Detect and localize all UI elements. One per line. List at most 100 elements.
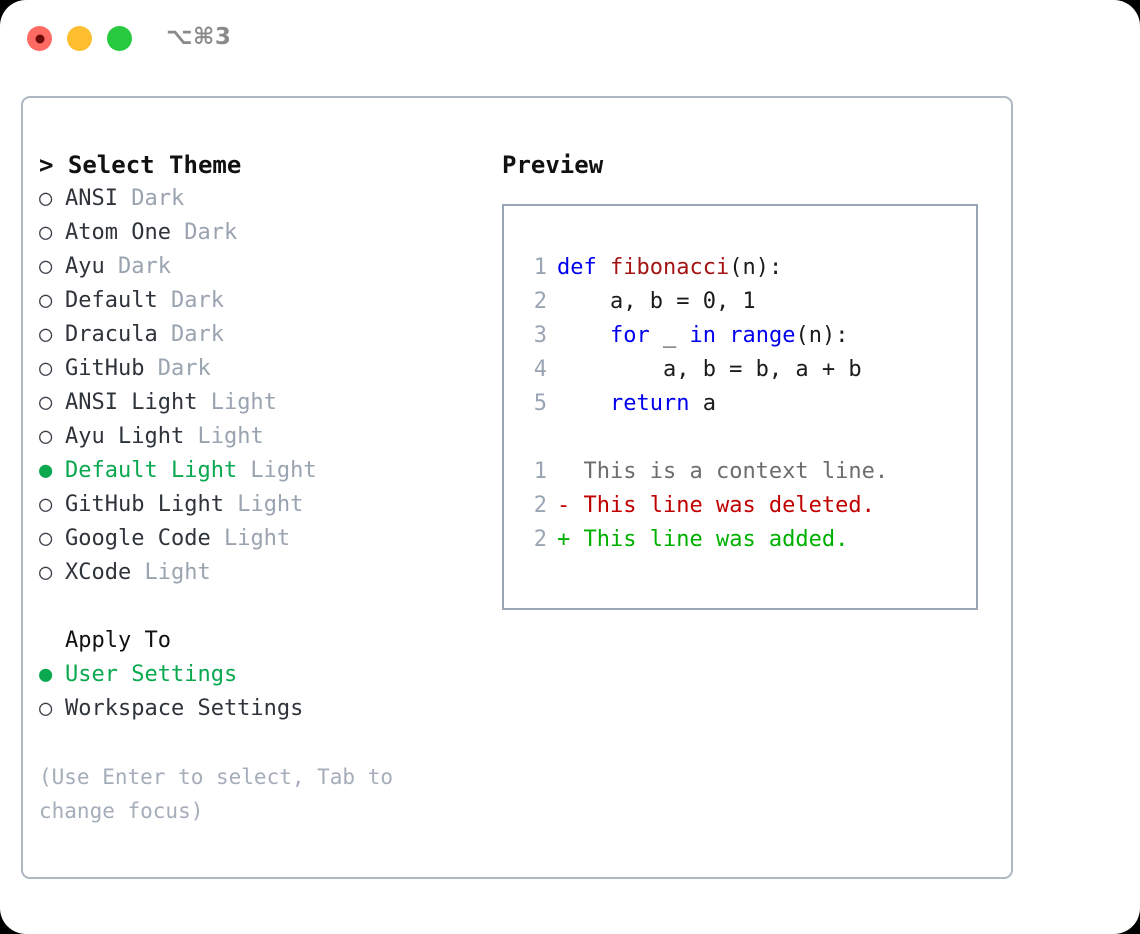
- code-line-content: return a: [557, 387, 716, 421]
- code-line: 5 return a: [521, 387, 970, 421]
- diff-line-number: 2: [533, 527, 547, 552]
- code-line-content: for _ in range(n):: [557, 319, 848, 353]
- radio-unselected-icon: ○: [39, 492, 53, 517]
- apply-to-option-list: ● User Settings ○ Workspace Settings: [39, 658, 479, 726]
- code-line-content: a, b = 0, 1: [557, 285, 756, 319]
- radio-unselected-icon: ○: [39, 390, 53, 415]
- theme-option-tag: Light: [131, 560, 211, 585]
- apply-to-header: Apply To: [65, 628, 171, 653]
- theme-option-tag: Dark: [104, 254, 171, 279]
- code-line: 4 a, b = b, a + b: [521, 353, 970, 387]
- theme-option-xcode[interactable]: ○XCode Light: [39, 556, 479, 590]
- theme-option-label: ANSI Light: [65, 390, 198, 415]
- close-window-button[interactable]: [27, 26, 52, 51]
- code-line-number: 2: [533, 289, 547, 314]
- apply-to-option-label: User Settings: [65, 662, 238, 687]
- theme-option-tag: Light: [237, 458, 317, 483]
- code-line-number: 4: [533, 357, 547, 382]
- code-token-fn: fibonacci: [609, 255, 730, 280]
- code-line-number: 1: [533, 255, 547, 280]
- code-token-txt: a, b = b, a + b: [557, 357, 862, 382]
- diff-marker: +: [557, 527, 584, 552]
- code-line-content: def fibonacci(n):: [557, 251, 782, 285]
- theme-option-tag: Light: [210, 526, 291, 551]
- code-token-txt: (n):: [795, 323, 849, 348]
- diff-line-text: This line was added.: [583, 527, 849, 552]
- diff-marker: [557, 455, 584, 489]
- theme-option-label: GitHub Light: [65, 492, 224, 517]
- code-token-txt: [716, 323, 729, 348]
- theme-option-default[interactable]: ○Default Dark: [39, 284, 479, 318]
- code-token-txt: _: [649, 323, 690, 348]
- radio-unselected-icon: ○: [39, 186, 53, 211]
- theme-option-atom-one[interactable]: ○Atom One Dark: [39, 216, 479, 250]
- code-line-number: 5: [533, 391, 547, 416]
- code-token-txt: (n):: [729, 255, 783, 280]
- radio-unselected-icon: ○: [39, 526, 53, 551]
- diff-line: 1 This is a context line.: [521, 455, 970, 489]
- theme-option-tag: Dark: [117, 186, 185, 211]
- code-token-kw: range: [729, 323, 796, 348]
- code-line-number: 3: [533, 323, 547, 348]
- theme-option-ayu[interactable]: ○ Ayu Dark: [39, 250, 479, 284]
- theme-option-ayu-light[interactable]: ○Ayu Light Light: [39, 420, 479, 454]
- preview-header: Preview: [502, 151, 604, 179]
- code-token-txt: [557, 323, 610, 348]
- select-theme-header: > Select Theme: [39, 151, 242, 179]
- code-token-kw: def: [557, 255, 610, 280]
- diff-line-text: This line was deleted.: [583, 493, 875, 518]
- code-line: 2 a, b = 0, 1: [521, 285, 970, 319]
- code-token-txt: a, b = 0, 1: [557, 289, 756, 314]
- keyboard-hint-text: (Use Enter to select, Tab to change focu…: [39, 765, 406, 823]
- maximize-window-button[interactable]: [107, 26, 132, 51]
- theme-option-label: Ayu: [65, 254, 105, 279]
- apply-to-option-label: Workspace Settings: [65, 696, 304, 721]
- theme-option-list: ○ANSI Dark○Atom One Dark○Ayu Dark○Defaul…: [39, 182, 479, 590]
- diff-sample: 1 This is a context line. 2- This line wa…: [521, 455, 970, 557]
- theme-option-github-light[interactable]: ○ GitHub Light Light: [39, 488, 479, 522]
- theme-option-label: ANSI: [65, 186, 118, 211]
- theme-option-ansi-light[interactable]: ○ ANSI Light Light: [39, 386, 479, 420]
- window-titlebar: ⌥⌘3: [0, 0, 1140, 78]
- theme-option-default-light[interactable]: ●Default Light Light: [39, 454, 479, 488]
- theme-option-label: Dracula: [65, 322, 158, 347]
- record-indicator-icon: [35, 34, 44, 43]
- theme-option-tag: Light: [223, 492, 304, 517]
- theme-option-dracula[interactable]: ○Dracula Dark: [39, 318, 479, 352]
- minimize-window-button[interactable]: [67, 26, 92, 51]
- theme-list-column: > Select Theme ○ANSI Dark○Atom One Dark○…: [39, 148, 479, 828]
- code-gap: [521, 421, 970, 455]
- code-token-txt: [557, 391, 610, 416]
- radio-selected-icon: ●: [39, 458, 53, 483]
- apply-to-option-workspace-settings[interactable]: ○ Workspace Settings: [39, 692, 479, 726]
- radio-unselected-icon: ○: [39, 288, 53, 313]
- theme-option-label: GitHub: [65, 356, 145, 381]
- radio-selected-icon: ●: [39, 662, 53, 687]
- code-token-kw: for: [609, 323, 650, 348]
- list-spacer: [39, 590, 479, 624]
- theme-option-ansi[interactable]: ○ ANSI Dark: [39, 182, 479, 216]
- theme-option-label: Atom One: [65, 220, 171, 245]
- radio-unselected-icon: ○: [39, 254, 53, 279]
- code-token-kw: return: [609, 391, 690, 416]
- keyboard-shortcut-label: ⌥⌘3: [166, 24, 232, 50]
- diff-marker: -: [557, 493, 584, 518]
- diff-line-text: This is a context line.: [583, 459, 889, 484]
- radio-unselected-icon: ○: [39, 424, 53, 449]
- theme-option-github[interactable]: ○GitHub Dark: [39, 352, 479, 386]
- radio-unselected-icon: ○: [39, 696, 53, 721]
- theme-option-google-code[interactable]: ○Google Code Light: [39, 522, 479, 556]
- apply-to-option-user-settings[interactable]: ● User Settings: [39, 658, 479, 692]
- code-line-content: a, b = b, a + b: [557, 353, 862, 387]
- theme-option-tag: Light: [197, 390, 277, 415]
- theme-option-label: Ayu Light: [65, 424, 185, 449]
- radio-unselected-icon: ○: [39, 220, 53, 245]
- theme-option-label: XCode: [65, 560, 132, 585]
- radio-unselected-icon: ○: [39, 322, 53, 347]
- code-line: 1 def fibonacci(n):: [521, 251, 970, 285]
- code-line: 3 for _ in range(n):: [521, 319, 970, 353]
